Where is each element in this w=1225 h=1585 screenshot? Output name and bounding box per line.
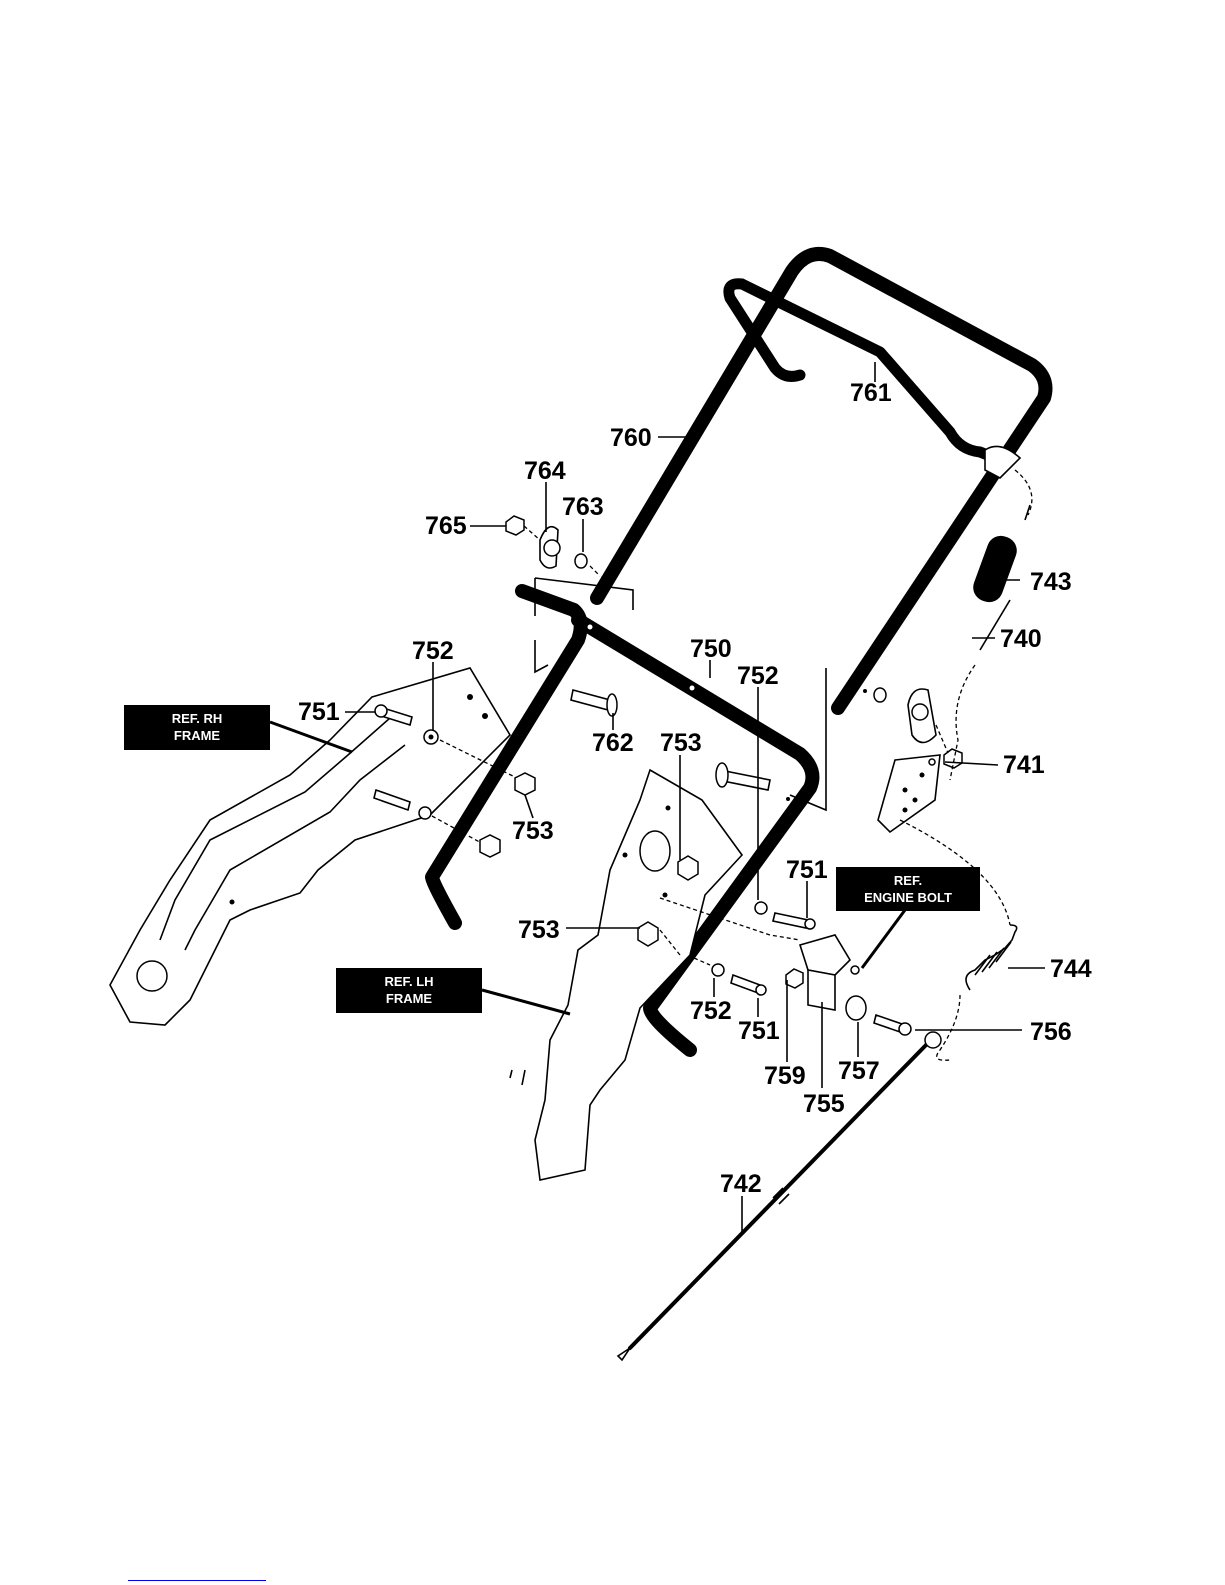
cable-bracket	[878, 755, 940, 832]
part-753: 753	[518, 916, 560, 944]
spring	[900, 820, 1017, 1060]
part-750: 750	[690, 635, 732, 663]
ref-lh-line2: FRAME	[386, 991, 433, 1006]
ref-engine-bolt-box: REF. ENGINE BOLT	[836, 867, 980, 911]
part-762: 762	[592, 729, 634, 757]
ref-lh-line1: REF. LH	[384, 974, 433, 989]
upper-knob-assembly	[506, 516, 600, 576]
ref-rh-frame-box: REF. RH FRAME	[124, 705, 270, 750]
part-752: 752	[737, 662, 779, 690]
ref-lh-frame-box: REF. LH FRAME	[336, 968, 482, 1013]
ref-engine-line1: REF.	[894, 873, 922, 888]
part-753: 753	[660, 729, 702, 757]
part-744: 744	[1050, 955, 1092, 983]
part-743: 743	[1030, 568, 1072, 596]
part-756: 756	[1030, 1018, 1072, 1046]
part-752: 752	[412, 637, 454, 665]
part-765: 765	[425, 512, 467, 540]
part-742: 742	[720, 1170, 762, 1198]
part-740: 740	[1000, 625, 1042, 653]
footer-link-underline[interactable]	[128, 1580, 266, 1581]
part-753: 753	[512, 817, 554, 845]
part-760: 760	[610, 424, 652, 452]
ref-engine-line2: ENGINE BOLT	[864, 890, 952, 905]
ref-rh-line1: REF. RH	[172, 711, 223, 726]
part-763: 763	[562, 493, 604, 521]
part-752: 752	[690, 997, 732, 1025]
part-757: 757	[838, 1057, 880, 1085]
part-751: 751	[738, 1017, 780, 1045]
part-755: 755	[803, 1090, 845, 1118]
part-751: 751	[298, 698, 340, 726]
part-764: 764	[524, 457, 566, 485]
part-761: 761	[850, 379, 892, 407]
ref-rh-line2: FRAME	[174, 728, 221, 743]
part-751: 751	[786, 856, 828, 884]
part-759: 759	[764, 1062, 806, 1090]
part-741: 741	[1003, 751, 1045, 779]
lower-knob-assembly	[874, 688, 962, 768]
